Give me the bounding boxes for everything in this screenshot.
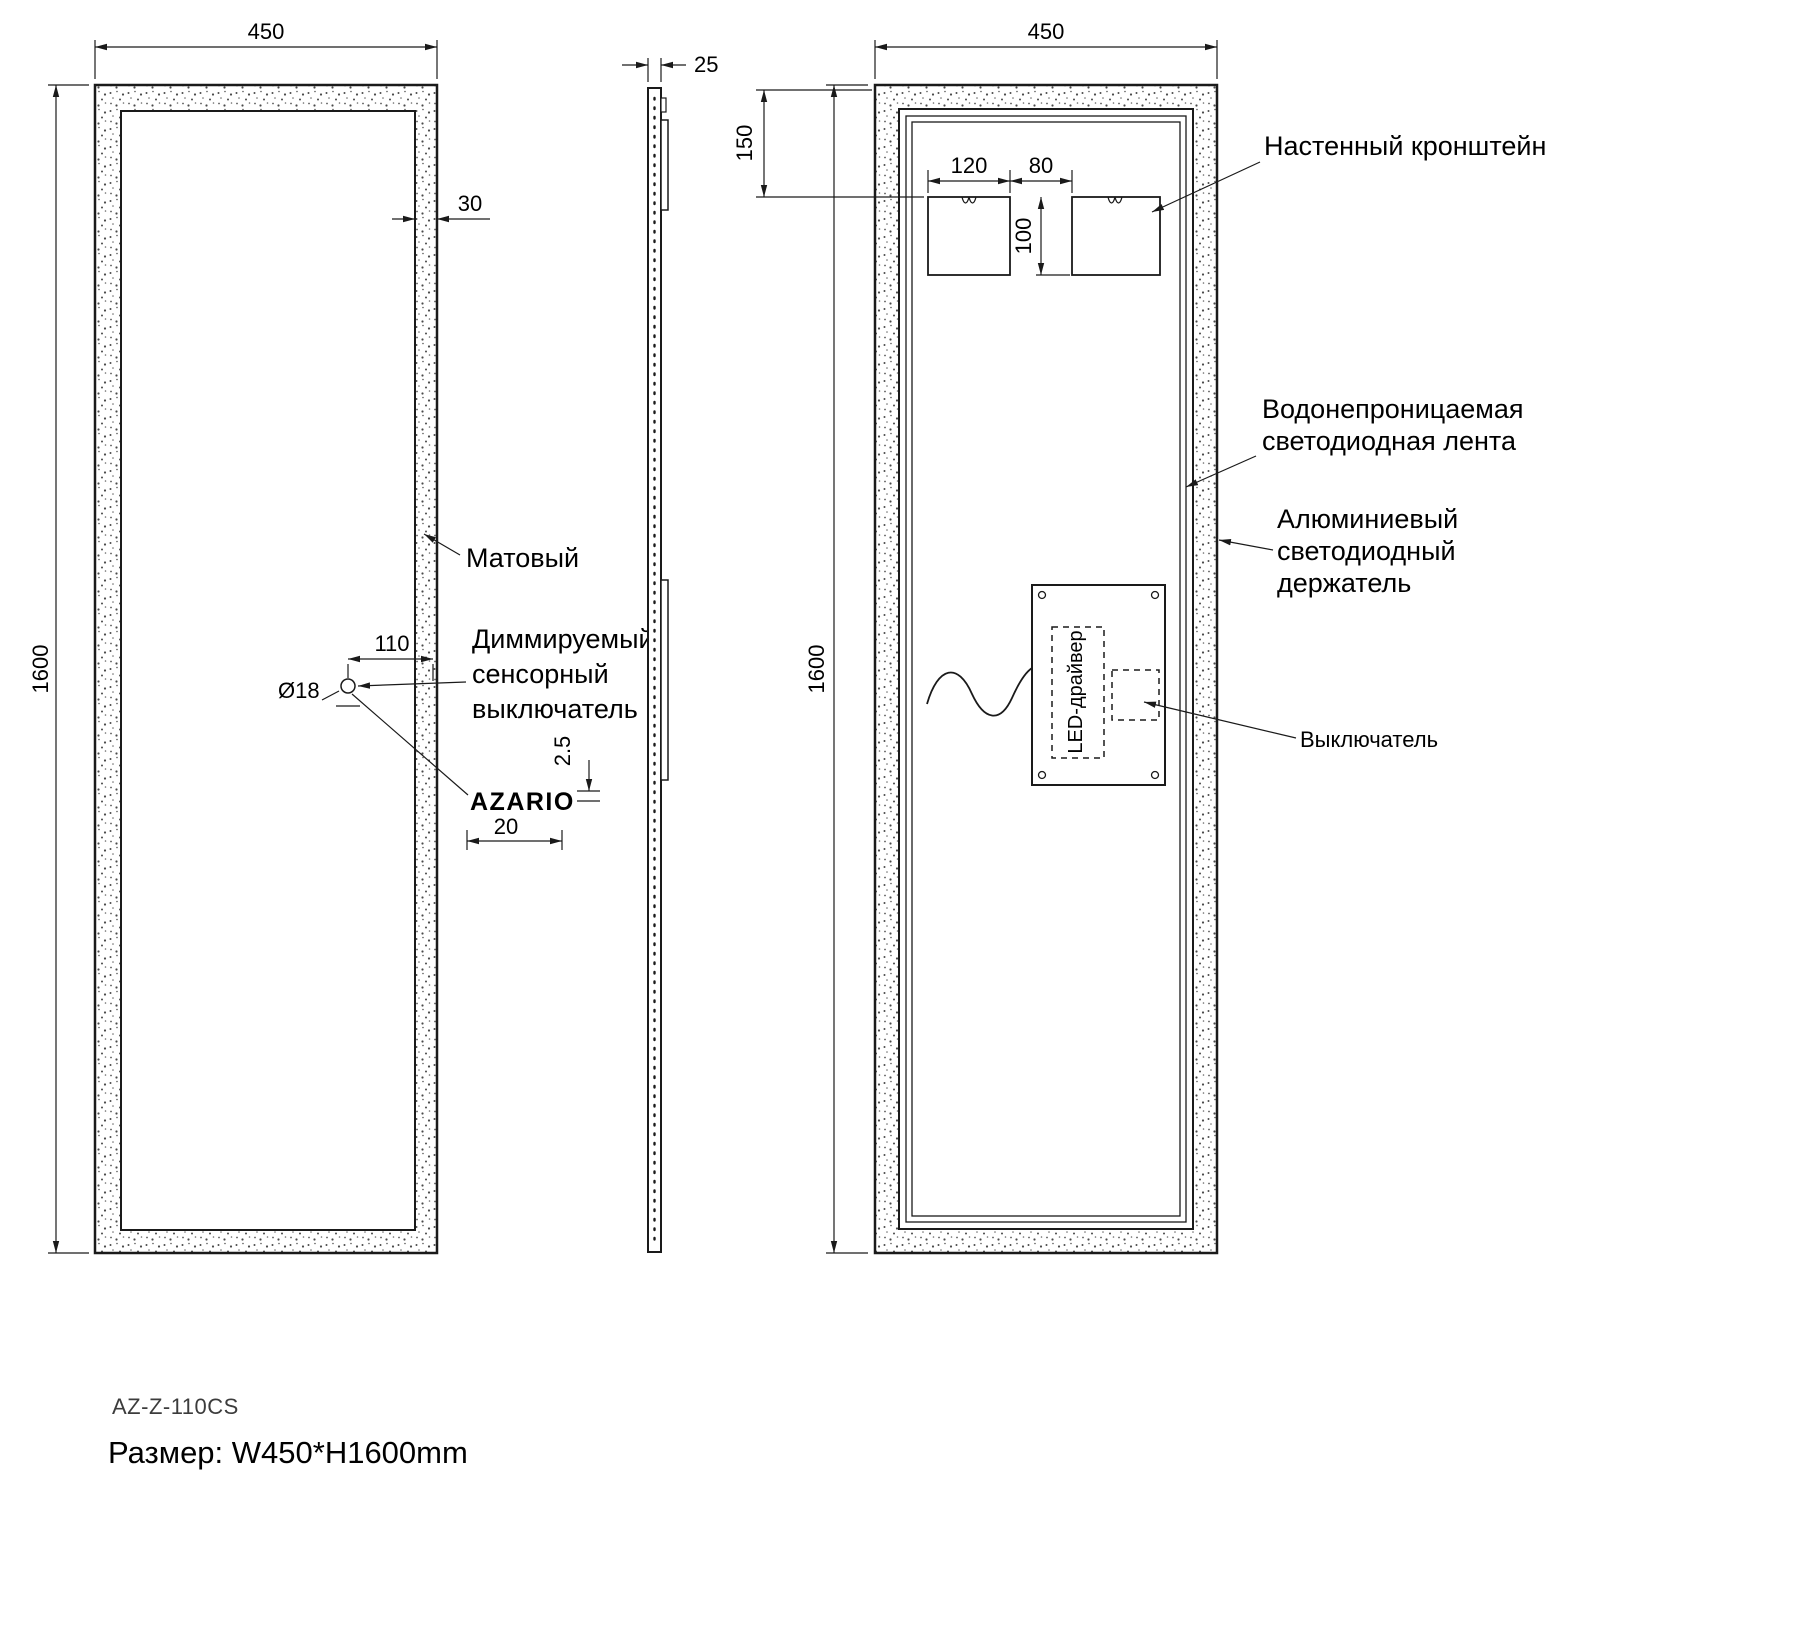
- switch-annotation: Диммируемый сенсорный выключатель: [357, 624, 654, 724]
- brand-logo: AZARIO: [470, 788, 575, 816]
- side-bracket-profile: [660, 119, 669, 211]
- logo-annotation: AZARIO: [351, 693, 575, 816]
- back-dim-bracket-height: 100: [1011, 197, 1070, 276]
- holder-label-line2: светодиодный: [1277, 536, 1456, 566]
- front-dim-logo-height: 2.5: [550, 736, 600, 802]
- led-strip-label-line2: светодиодная лента: [1262, 426, 1517, 456]
- screw-hole: [1150, 590, 1160, 600]
- led-driver-box: LED-драйвер: [926, 584, 1166, 786]
- sensor-circle: [340, 678, 356, 694]
- side-driver-profile: [660, 579, 669, 781]
- front-dim-frame-width: 30: [392, 191, 490, 230]
- back-led-holder-inner: [911, 121, 1181, 1217]
- front-dim-height: 1600: [28, 84, 89, 1254]
- driver-dashed-outline: [1051, 626, 1105, 759]
- front-dim-sensor-offset-value: 110: [374, 631, 409, 656]
- switch-label-line3: выключатель: [472, 694, 638, 724]
- switch-label-line1: Диммируемый: [472, 624, 654, 654]
- back-dim-bracket-width-value: 120: [951, 153, 988, 178]
- back-dim-top-offset-value: 150: [732, 125, 757, 162]
- model-number: AZ-Z-110CS: [112, 1394, 239, 1419]
- side-top-tab: [660, 97, 667, 113]
- front-dim-width: 450: [94, 19, 438, 79]
- led-strip-annotation: Водонепроницаемая светодиодная лента: [1185, 394, 1523, 488]
- front-dim-width-value: 450: [248, 19, 285, 44]
- back-dim-height-value: 1600: [804, 645, 829, 694]
- bracket-annotation: Настенный кронштейн: [1151, 131, 1546, 213]
- side-dim-thickness-value: 25: [694, 52, 718, 77]
- front-dim-logo-width: 20: [466, 814, 563, 850]
- back-dim-brackets: 120 80: [927, 153, 1073, 193]
- touch-sensor: Ø18: [278, 678, 360, 707]
- bracket-label: Настенный кронштейн: [1264, 131, 1546, 161]
- wall-bracket-right: [1071, 196, 1161, 276]
- driver-label: LED-драйвер: [1065, 630, 1087, 753]
- wall-bracket-left: [927, 196, 1011, 276]
- screw-hole: [1037, 770, 1047, 780]
- screw-hole: [1037, 590, 1047, 600]
- back-dim-top-offset: 150: [732, 89, 924, 198]
- power-wire: [926, 667, 1033, 717]
- side-dim-thickness: 25: [622, 52, 718, 82]
- switch-dashed-outline: [1111, 669, 1160, 721]
- holder-annotation: Алюминиевый светодиодный держатель: [1218, 504, 1458, 598]
- back-switch-label: Выключатель: [1300, 727, 1438, 752]
- matte-annotation: Матовый: [423, 533, 579, 573]
- footer: AZ-Z-110CS Размер: W450*H1600mm: [108, 1394, 468, 1470]
- matte-label: Матовый: [466, 543, 579, 573]
- back-dim-width: 450: [874, 19, 1218, 79]
- back-dim-width-value: 450: [1028, 19, 1065, 44]
- sensor-diameter-label: Ø18: [278, 678, 320, 703]
- back-dim-bracket-gap-value: 80: [1029, 153, 1053, 178]
- size-caption: Размер: W450*H1600mm: [108, 1435, 468, 1470]
- switch-label-line2: сенсорный: [472, 659, 609, 689]
- front-dim-logo-width-value: 20: [494, 814, 518, 839]
- holder-label-line1: Алюминиевый: [1277, 504, 1458, 534]
- driver-housing: [1031, 584, 1166, 786]
- screw-hole: [1150, 770, 1160, 780]
- front-dim-height-value: 1600: [28, 645, 53, 694]
- side-view: 25: [622, 52, 718, 1253]
- back-dim-bracket-height-value: 100: [1011, 218, 1036, 255]
- back-led-holder-outer: [905, 115, 1187, 1223]
- led-strip-label-line1: Водонепроницаемая: [1262, 394, 1523, 424]
- back-switch-annotation: Выключатель: [1143, 701, 1438, 752]
- front-mirror-surface: [120, 110, 416, 1231]
- front-dim-sensor-offset: 110: [347, 631, 434, 681]
- back-view: 450 1600 150 120: [732, 19, 1546, 1255]
- front-dim-logo-height-value: 2.5: [550, 736, 575, 767]
- front-view: 450 1600 30 Матовый Ø18: [28, 19, 654, 1255]
- holder-label-line3: держатель: [1277, 568, 1411, 598]
- front-dim-frame-value: 30: [458, 191, 482, 216]
- back-dim-height: 1600: [804, 84, 868, 1254]
